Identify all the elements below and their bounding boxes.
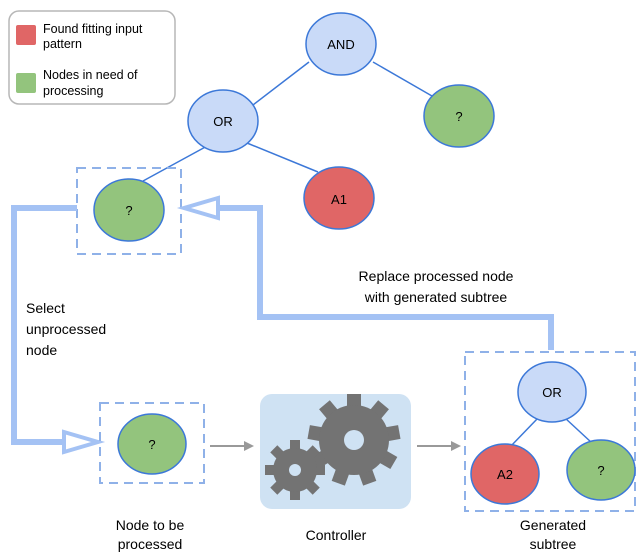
legend-label-found-line2: pattern <box>43 37 82 51</box>
annotation-replace: Replace processed node with generated su… <box>359 268 514 305</box>
replace-text-line1: Replace processed node <box>359 268 514 284</box>
legend: Found fitting input pattern Nodes in nee… <box>8 10 176 105</box>
node-to-process-shape <box>117 413 187 475</box>
subtree-dashed-box <box>464 351 636 512</box>
select-text-line3: node <box>26 342 57 358</box>
node-to-process-label: ? <box>148 437 155 452</box>
tree-edges <box>142 61 433 182</box>
edge-and-or <box>252 61 310 106</box>
replace-arrow-line <box>218 205 554 350</box>
node-and-label: AND <box>327 37 354 52</box>
node-selected-q-label: ? <box>125 203 132 218</box>
node-a1-label: A1 <box>331 192 347 207</box>
edge-or-a1 <box>246 142 319 173</box>
legend-label-needs-line2: processing <box>43 84 103 98</box>
node-caption-line1: Node to be <box>116 517 185 533</box>
node-or-shape <box>187 89 259 153</box>
subtree-or-shape <box>517 361 587 423</box>
node-and: AND <box>305 12 377 76</box>
node-selected-q: ? <box>93 178 165 242</box>
node-or: OR <box>187 89 259 153</box>
legend-swatch-red <box>16 25 36 45</box>
generated-subtree: OR A2 ? Generated subtree <box>464 351 636 552</box>
subtree-q-shape <box>566 439 636 501</box>
edge-and-q <box>372 61 433 97</box>
replace-arrow-head <box>176 195 220 221</box>
subtree-a2-shape <box>470 443 540 505</box>
node-and-shape <box>305 12 377 76</box>
arrow-to-subtree-head <box>451 441 461 451</box>
select-text-line2: unprocessed <box>26 321 106 337</box>
node-or-label: OR <box>213 114 233 129</box>
select-arrow-line <box>11 205 77 445</box>
legend-label-found-line1: Found fitting input <box>43 22 143 36</box>
annotation-select: Select unprocessed node <box>26 300 106 358</box>
tree: AND OR ? A1 ? <box>76 12 495 255</box>
select-text-line1: Select <box>26 300 65 316</box>
legend-label-needs-line1: Nodes in need of <box>43 68 138 82</box>
node-to-process-group: ? Node to be processed <box>99 402 205 552</box>
node-caption-line2: processed <box>118 536 183 552</box>
legend-box <box>8 10 176 105</box>
node-right-q: ? <box>423 84 495 148</box>
legend-swatch-green <box>16 73 36 93</box>
arrow-to-controller-head <box>244 441 254 451</box>
subtree-q-label: ? <box>597 463 604 478</box>
replace-text-line2: with generated subtree <box>364 289 508 305</box>
node-a1-shape <box>303 166 375 230</box>
controller-caption: Controller <box>306 527 367 543</box>
select-arrow-head <box>62 429 106 455</box>
node-right-q-shape <box>423 84 495 148</box>
subtree-caption-line2: subtree <box>530 536 577 552</box>
controller: Controller <box>260 394 411 543</box>
subtree-or-label: OR <box>542 385 562 400</box>
edge-subtree-or-a2 <box>509 417 539 448</box>
node-to-process-dashed-box <box>99 402 205 484</box>
gray-arrows <box>210 441 461 451</box>
node-a1: A1 <box>303 166 375 230</box>
node-selected-q-shape <box>93 178 165 242</box>
small-gear-icon <box>265 440 325 500</box>
node-right-q-label: ? <box>455 109 462 124</box>
flow-arrows <box>11 195 554 455</box>
subtree-a2-label: A2 <box>497 467 513 482</box>
edge-subtree-or-q <box>564 417 593 444</box>
edge-or-q <box>142 144 210 182</box>
subtree-caption-line1: Generated <box>520 517 586 533</box>
